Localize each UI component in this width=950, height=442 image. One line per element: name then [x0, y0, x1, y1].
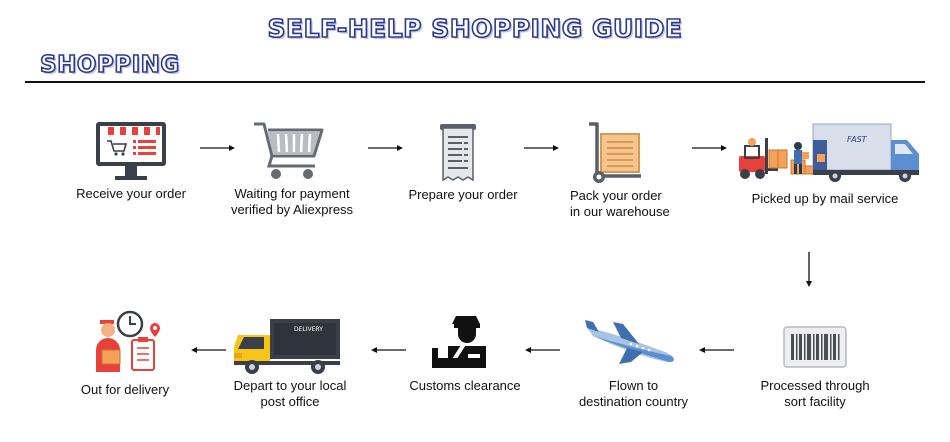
- arrow-left-icon: [699, 347, 734, 353]
- arrow-left-icon: [525, 347, 560, 353]
- arrow-down-icon: [806, 252, 812, 287]
- arrow-left-icon: [371, 347, 406, 353]
- courier-icon: [96, 310, 160, 372]
- page-title: SELF-HELP SHOPPING GUIDE: [267, 13, 683, 44]
- delivery-truck-icon: DELIVERY: [234, 319, 340, 374]
- truck-fast-text: FAST: [847, 135, 868, 144]
- mail-truck-icon: FAST: [739, 123, 919, 182]
- arrow-right-icon: [692, 145, 727, 151]
- truck-delivery-text: DELIVERY: [294, 326, 323, 333]
- receipt-icon: [440, 124, 476, 182]
- arrow-right-icon: [200, 145, 235, 151]
- hand-truck-icon: [589, 122, 641, 183]
- arrow-right-icon: [368, 145, 403, 151]
- step-label: Customs clearance: [409, 378, 521, 393]
- step-label: Out for delivery: [80, 382, 170, 397]
- section-title: SHOPPING: [39, 51, 180, 79]
- shopping-cart-icon: [254, 122, 324, 179]
- barcode-icon: [783, 326, 847, 368]
- step-label: Picked up by mail service: [751, 191, 899, 206]
- step-label: Receive your order: [76, 186, 186, 201]
- online-store-icon: [96, 122, 166, 180]
- step-label: Prepare your order: [408, 187, 518, 202]
- section-divider: [25, 81, 925, 83]
- arrow-left-icon: [191, 347, 226, 353]
- customs-officer-icon: [432, 316, 486, 368]
- arrow-right-icon: [524, 145, 559, 151]
- airplane-icon: [585, 320, 674, 364]
